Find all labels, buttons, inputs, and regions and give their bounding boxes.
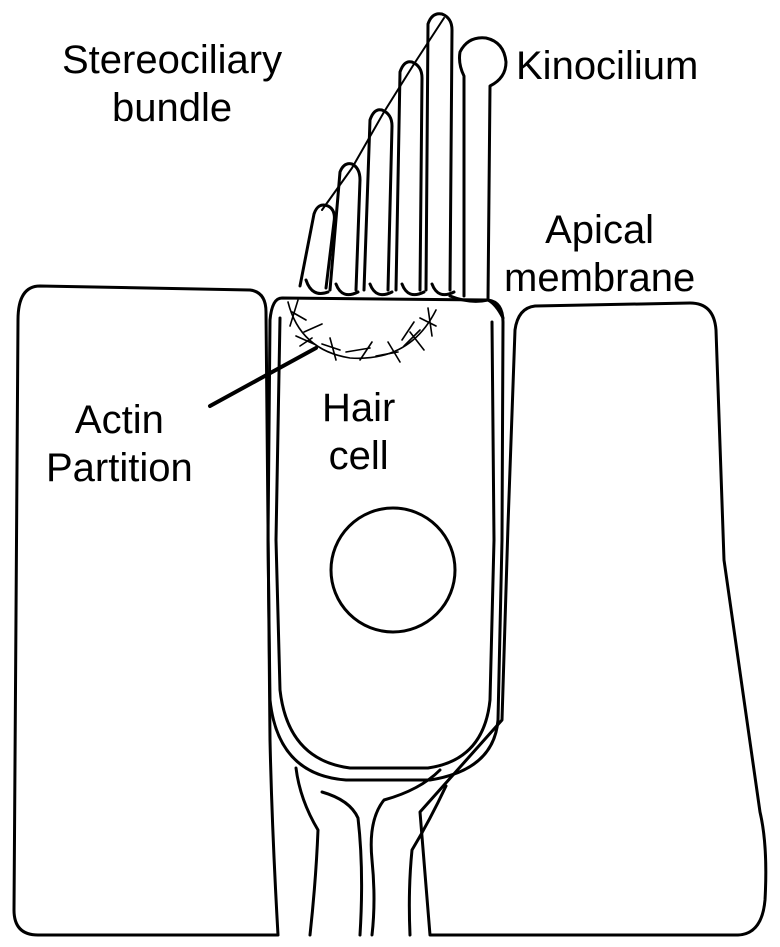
label-actin-line1: Actin xyxy=(46,396,193,444)
label-stereociliary-bundle: Stereociliary bundle xyxy=(62,36,282,132)
stereocilium-3 xyxy=(364,110,392,290)
label-stereociliary-line1: Stereociliary xyxy=(62,36,282,84)
right-supporting-cell xyxy=(420,303,766,935)
label-kinocilium: Kinocilium xyxy=(516,42,698,90)
label-actin-partition: Actin Partition xyxy=(46,396,193,492)
label-hair-line1: Hair xyxy=(322,384,395,432)
nucleus xyxy=(331,508,455,632)
supporting-cell-process-right xyxy=(371,770,440,935)
kinocilium xyxy=(460,38,507,300)
stereocilium-2 xyxy=(330,164,360,290)
label-apical-membrane: Apical membrane xyxy=(504,206,695,302)
label-apical-line1: Apical xyxy=(504,206,695,254)
label-actin-line2: Partition xyxy=(46,444,193,492)
left-supporting-cell xyxy=(14,286,278,935)
supporting-cell-process-left-inner xyxy=(322,792,362,935)
label-stereociliary-line2: bundle xyxy=(62,84,282,132)
label-hair-line2: cell xyxy=(322,432,395,480)
hair-cell-body xyxy=(268,298,503,780)
supporting-cell-process-left xyxy=(296,768,318,935)
label-hair-cell: Hair cell xyxy=(322,384,395,480)
label-apical-line2: membrane xyxy=(504,254,695,302)
label-kinocilium-text: Kinocilium xyxy=(516,42,698,90)
stereocilium-1 xyxy=(300,205,334,288)
stereocilia xyxy=(300,14,454,295)
stereocilium-5 xyxy=(426,14,452,290)
stereocilium-4 xyxy=(396,62,422,290)
actin-partition-pointer xyxy=(210,348,316,406)
